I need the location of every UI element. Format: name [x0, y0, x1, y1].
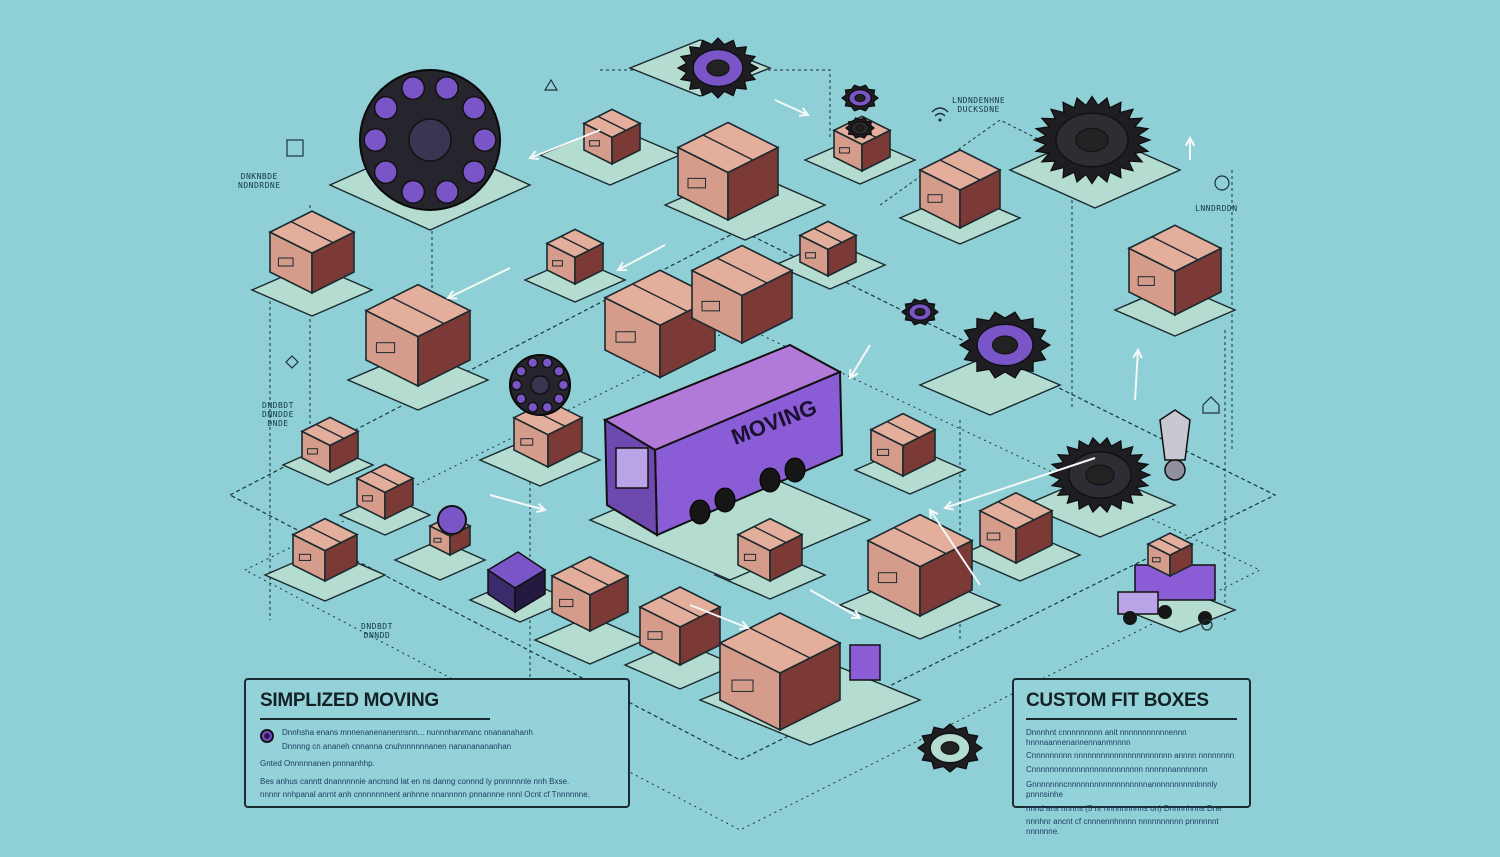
card-text-line: Bes anhus canntt dnannnnnie ancnsnd lat … [260, 776, 570, 786]
flow-arrow [774, 99, 810, 117]
scene-objects: MOVING [268, 37, 1230, 773]
wheel-icon [689, 499, 711, 525]
gear-icon [1048, 436, 1152, 514]
gear-icon [676, 37, 760, 99]
person-icon [1214, 175, 1230, 191]
wheel-icon [1198, 611, 1212, 625]
flow-arrow [848, 344, 871, 380]
label-right-mid: LNNDRDDN [1195, 204, 1238, 213]
flow-arrow [1132, 347, 1143, 401]
moving-box [798, 220, 858, 278]
delivery-truck-icon [1117, 564, 1216, 625]
card-text-line: nnnhnr ancnt cf cnnnennhnnnn nnnnnnnnnn … [1026, 817, 1219, 836]
flow-arrow [489, 494, 548, 514]
label-left-top: DNKNBDE NDNDRDNE [238, 172, 281, 191]
flow-arrow [616, 244, 666, 272]
gear-icon [916, 723, 984, 773]
moving-box [291, 517, 359, 583]
gear-icon [1032, 95, 1152, 185]
platform-tile [533, 615, 647, 665]
purple-dot-icon [260, 729, 274, 743]
card-text-line: Gnted Onnnnnanen pnnnanhhp. [260, 759, 375, 769]
flow-arrows [446, 99, 1196, 631]
box-outline-icon [286, 139, 304, 157]
card-bullet-text: Dnnhsha enans mnnenanenanennsnn... nunnn… [282, 728, 533, 755]
card-text-line: nnnd ans nnnns (5 nr nnnnnnnnns on) Dnnn… [1026, 803, 1222, 813]
card-title: SIMPLIZED MOVING [260, 690, 439, 711]
title-underline [260, 718, 490, 720]
moving-box [690, 244, 794, 345]
flow-arrow [446, 267, 511, 300]
wheel-icon [1158, 605, 1172, 619]
flow-arrow [528, 129, 601, 161]
house-icon [1202, 396, 1220, 414]
robot-arm-icon [1159, 409, 1191, 481]
platform-tile [393, 539, 487, 581]
target-icon [1201, 619, 1213, 631]
label-left-bottom: DNDBDT DNNDD [361, 622, 393, 641]
moving-box [869, 412, 937, 478]
label-top-right: LNDNDENHNE DUCKSDNE [952, 96, 1006, 115]
pin-icon [543, 78, 559, 91]
flow-arrow [809, 589, 862, 620]
moving-box [638, 586, 722, 667]
wheel-icon [784, 457, 806, 483]
simplified-moving-card: SIMPLIZED MOVING Dnnhsha enans mnnenanen… [244, 678, 630, 808]
card-text-line: Cnnnnnnnnnnnnnnnnnnnnnnnnn nnnnnnannnnnn… [1026, 764, 1208, 774]
label-left-mid: DNDBDT DNNDDE DNDE [262, 401, 294, 429]
dashed-connector [600, 69, 831, 140]
card-text-line: Dnnnng cn ananeh cnnanna cnuhnnnnnnanen … [282, 741, 512, 751]
base-outline [228, 229, 1277, 761]
moving-truck-icon: MOVING [602, 343, 844, 537]
wheel-icon [714, 487, 736, 513]
moving-box [1127, 224, 1223, 317]
moving-box [550, 556, 630, 633]
purple-box-icon [514, 568, 546, 614]
wheel-icon [759, 467, 781, 493]
wheel-icon [1123, 611, 1137, 625]
card-text-line: Cnnnnnnnnn nnnnnnnnnnnnnnnnnnnnnn annnn … [1026, 751, 1235, 761]
moving-box [1146, 532, 1194, 578]
card-text-line: Dnnhsha enans mnnenanenanennsnn... nunnn… [282, 728, 533, 737]
gear-icon [845, 117, 875, 139]
moving-box [918, 149, 1002, 230]
card-bullet-row: Dnnhsha enans mnnenanenanennsnn... nunnn… [260, 728, 614, 755]
moving-box [268, 210, 356, 295]
card-text-line: Gnnnnnnncnnnnnnnnnnnnnnnnnnannnnnnnnnnln… [1026, 780, 1218, 799]
moving-box [364, 283, 472, 388]
gear-cluster-icon [509, 354, 571, 416]
title-underline [1026, 718, 1237, 720]
flow-arrow [943, 457, 1096, 511]
card-text-line: Dnnnhnt cnnnnnnnnn anit nnnnnnnnnnnennn … [1026, 728, 1187, 747]
moving-box [718, 612, 842, 732]
gear-icon [958, 311, 1052, 379]
card-title: CUSTOM FIT BOXES [1026, 690, 1209, 711]
wifi-icon [938, 118, 942, 122]
delivery-truck-icon [849, 644, 881, 681]
lens-icon [437, 505, 467, 535]
flow-arrow [928, 508, 981, 586]
flow-arrow [689, 604, 750, 631]
gear-icon [841, 84, 879, 112]
gear-icon [901, 298, 939, 326]
gear-cluster-icon [359, 69, 501, 211]
flow-arrow [1184, 135, 1196, 160]
card-text-line: nnnnr nnhpanal anrnt anh cnnnnnnnent anh… [260, 790, 590, 800]
moving-box [978, 491, 1054, 565]
diamond-icon [285, 355, 299, 369]
moving-box [676, 121, 780, 222]
moving-box [866, 513, 974, 618]
moving-box [545, 228, 605, 286]
moving-box [355, 463, 415, 521]
wifi-icon [931, 107, 949, 117]
moving-box [300, 416, 360, 474]
custom-fit-boxes-card: CUSTOM FIT BOXES Dnnnhnt cnnnnnnnnn anit… [1012, 678, 1251, 836]
moving-box [736, 517, 804, 583]
